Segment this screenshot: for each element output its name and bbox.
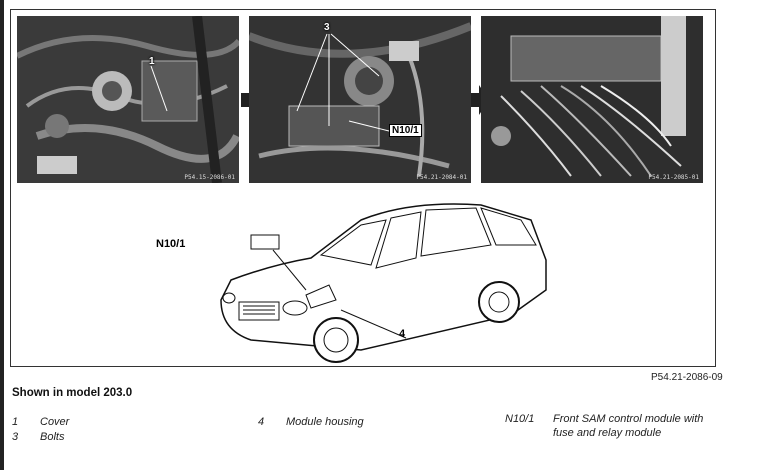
photo-bolts-location: 3 N10/1 P54.21-2084-01 <box>249 16 471 183</box>
photo-ref: P54.21-2085-01 <box>648 174 699 181</box>
legend-text-continued: fuse and relay module <box>553 427 662 439</box>
legend-text: Module housing <box>286 416 364 428</box>
arrow-right-icon <box>469 85 489 115</box>
photo-ref: P54.15-2086-01 <box>184 174 235 181</box>
callout-4: 4 <box>399 328 406 340</box>
callout-1: 1 <box>149 56 155 67</box>
callout-n10-1-car: N10/1 <box>156 238 186 250</box>
legend-num: 3 <box>12 431 19 443</box>
legend-text: Front SAM control module with <box>553 413 704 425</box>
legend-column-2: 4 Module housing <box>258 416 458 436</box>
car-illustration <box>220 203 547 363</box>
figure-caption: Shown in model 203.0 <box>12 387 133 399</box>
figure-reference: P54.21-2086-09 <box>651 372 723 383</box>
callout-n10-1-photo: N10/1 <box>389 124 422 137</box>
callout-3: 3 <box>324 22 330 33</box>
photo-module-removed: P54.21-2085-01 <box>481 16 703 183</box>
legend-num: 4 <box>258 416 265 428</box>
photo-ref: P54.21-2084-01 <box>416 174 467 181</box>
figure-frame: 1 P54.15-2086-01 3 N10/1 P54.21-2084-01 <box>10 9 716 367</box>
legend-text: Cover <box>40 416 70 428</box>
legend-num: N10/1 <box>505 413 535 425</box>
legend-num: 1 <box>12 416 19 428</box>
photo-cover-location: 1 P54.15-2086-01 <box>17 16 239 183</box>
page-edge-rule <box>0 0 4 470</box>
legend-text: Bolts <box>40 431 65 443</box>
legend-column-3: N10/1 Front SAM control module with fuse… <box>505 413 750 453</box>
legend-column-1: 1 Cover 3 Bolts <box>12 416 212 456</box>
